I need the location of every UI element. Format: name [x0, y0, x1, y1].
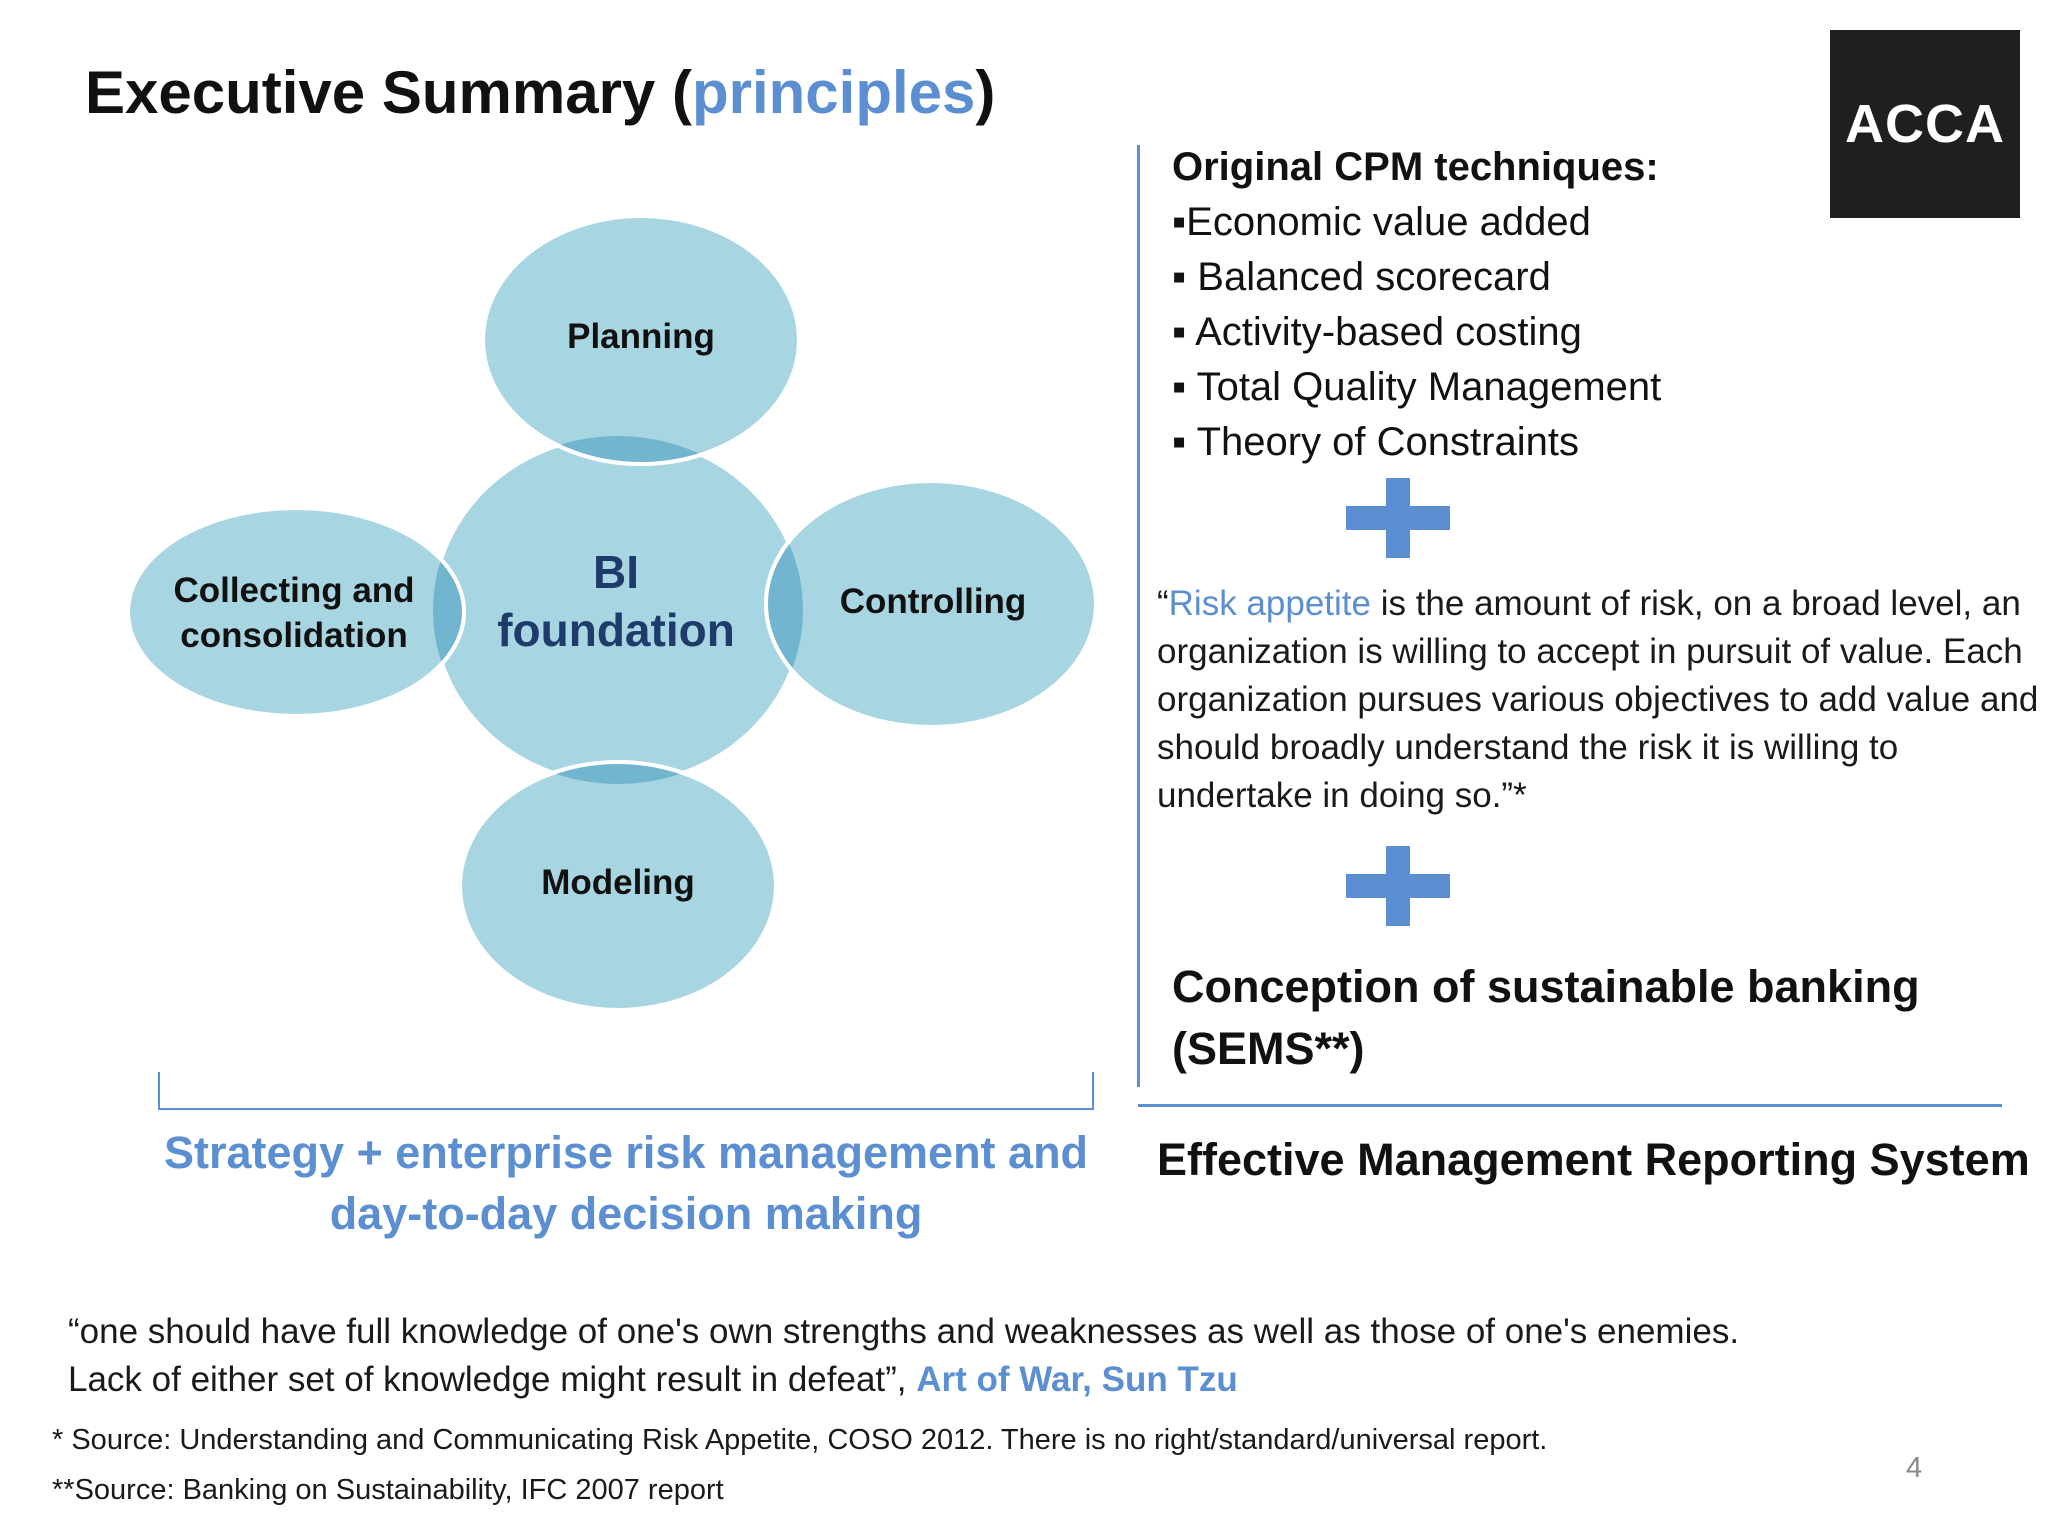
sems-line1: Conception of sustainable banking: [1172, 961, 1920, 1012]
source-note: **Source: Banking on Sustainability, IFC…: [52, 1474, 724, 1506]
strategy-caption-line1: Strategy + enterprise risk management an…: [163, 1127, 1089, 1178]
logo-text: ACCA: [1845, 94, 2005, 154]
plus-icon: [1346, 846, 1450, 926]
cpm-techniques-list: Original CPM techniques: ▪Economic value…: [1172, 140, 1661, 470]
modeling-label: Modeling: [541, 863, 695, 902]
title-highlight: principles: [691, 59, 976, 126]
sems-heading: Conception of sustainable banking (SEMS*…: [1172, 956, 1920, 1080]
plus-icon: [1346, 478, 1450, 558]
risk-open-quote: “: [1157, 584, 1169, 623]
planning-label: Planning: [567, 317, 715, 356]
strategy-caption-line2: day-to-day decision making: [329, 1188, 923, 1239]
cpm-item: ▪ Total Quality Management: [1172, 365, 1662, 409]
collecting-label-line1: Collecting and: [173, 571, 414, 610]
cpm-item: ▪ Activity-based costing: [1172, 310, 1582, 354]
cpm-item: ▪ Balanced scorecard: [1172, 255, 1551, 299]
risk-appetite-term: Risk appetite: [1168, 584, 1371, 623]
collecting-label-line2: consolidation: [180, 616, 408, 655]
risk-appetite-definition: “Risk appetite is the amount of risk, on…: [1157, 580, 2047, 820]
title-main: Executive Summary (: [85, 59, 692, 126]
cpm-item: ▪ Theory of Constraints: [1172, 420, 1579, 464]
acca-logo: ACCA: [1830, 30, 2020, 218]
page-number: 4: [1906, 1452, 1923, 1484]
center-label-line2: foundation: [497, 604, 735, 656]
quote-line2-wrap: Lack of either set of knowledge might re…: [68, 1356, 1739, 1404]
quote-line1: “one should have full knowledge of one's…: [68, 1312, 1740, 1351]
controlling-label: Controlling: [840, 582, 1027, 621]
sems-line2: (SEMS**): [1172, 1023, 1365, 1074]
title-close: ): [975, 59, 996, 126]
quote-line2: Lack of either set of knowledge might re…: [68, 1360, 917, 1399]
emrs-heading: Effective Management Reporting System: [1157, 1134, 2030, 1185]
center-label-line1: BI: [593, 546, 639, 598]
cpm-heading: Original CPM techniques:: [1172, 145, 1659, 189]
cpm-item: ▪Economic value added: [1172, 200, 1591, 244]
page-title: Executive Summary (principles): [85, 58, 995, 127]
sun-tzu-quote: “one should have full knowledge of one's…: [68, 1308, 1739, 1404]
risk-appetite-body: is the amount of risk, on a broad level,…: [1157, 584, 2039, 815]
bi-foundation-diagram: BI foundation Planning Collecting and co…: [126, 214, 1098, 1012]
diagram-bracket: [158, 1072, 1094, 1110]
vertical-divider: [1137, 145, 1140, 1087]
strategy-caption: Strategy + enterprise risk management an…: [158, 1122, 1094, 1244]
source-note: * Source: Understanding and Communicatin…: [52, 1424, 1548, 1456]
horizontal-divider: [1138, 1104, 2002, 1107]
quote-attribution: Art of War, Sun Tzu: [916, 1360, 1238, 1399]
